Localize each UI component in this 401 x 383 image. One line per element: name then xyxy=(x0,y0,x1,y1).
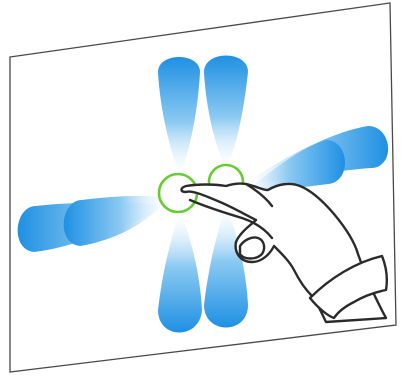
hand-curled-finger xyxy=(240,237,264,258)
